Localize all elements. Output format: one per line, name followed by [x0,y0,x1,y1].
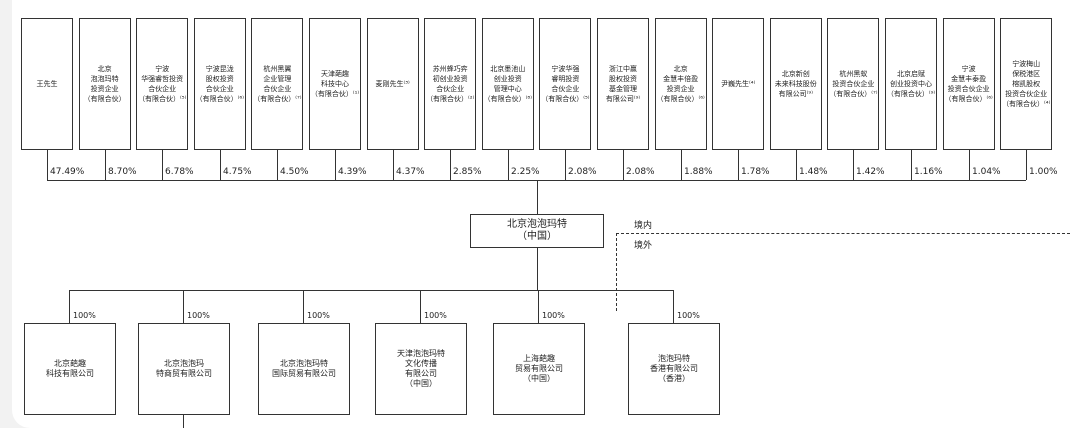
subsidiary-box: 北京泡泡玛特 国际贸易有限公司 [258,323,350,415]
shareholder-box: 北京墨池山 创业投资 管理中心 （有限合伙）⁽⁸⁾ [481,18,534,150]
subsidiary-percent: 100% [73,311,96,320]
shareholder-percent: 2.08% [568,167,597,177]
subsidiary-box: 北京泡泡玛 特商贸有限公司 [138,323,230,415]
shareholder-connector [796,150,797,180]
shareholder-percent: 2.25% [511,167,540,177]
region-divider-vertical [616,233,617,311]
subsidiary-percent: 100% [542,311,565,320]
shareholder-connector [508,150,509,180]
subsidiary-connector [303,290,304,323]
center-connector-top [537,180,538,214]
shareholder-percent: 6.78% [165,167,194,177]
shareholder-percent: 1.48% [799,167,828,177]
shareholder-box: 杭州黑翼 企业管理 合伙企业 （有限合伙）⁽⁷⁾ [251,18,304,150]
shareholder-connector [853,150,854,180]
shareholder-box: 尹巍先生⁽⁴⁾ [712,18,765,150]
shareholder-box: 宁波 华强睿哲投资 合伙企业 （有限合伙）⁽⁵⁾ [136,18,189,150]
subsidiary-box: 天津泡泡玛特 文化传播 有限公司 （中国） [375,323,467,415]
shareholder-percent: 1.04% [972,167,1001,177]
shareholder-box: 宁波华强 睿明投资 合伙企业 （有限合伙）⁽⁵⁾ [539,18,592,150]
shareholder-connector [969,150,970,180]
shareholder-connector [47,150,48,180]
shareholder-box: 宁波昆泷 股权投资 合伙企业 （有限合伙）⁽⁶⁾ [193,18,246,150]
shareholder-box: 宁波 金慧丰泰盈 投资合伙企业 （有限合伙）⁽⁶⁾ [942,18,995,150]
shareholder-connector [681,150,682,180]
shareholder-connector [450,150,451,180]
shareholder-percent: 1.00% [1029,167,1058,177]
subsidiary-percent: 100% [424,311,447,320]
shareholder-percent: 47.49% [50,167,85,177]
subsidiary-percent: 100% [677,311,700,320]
center-company-box: 北京泡泡玛特 （中国） [470,214,604,248]
shareholder-box: 北京 金慧丰倍盈 投资企业 （有限合伙）⁽⁶⁾ [654,18,707,150]
subsidiary-box: 上海葩趣 贸易有限公司 （中国） [493,323,585,415]
shareholder-percent: 2.08% [626,167,655,177]
shareholder-box: 杭州黑蚁 投资合伙企业 （有限合伙）⁽⁷⁾ [827,18,880,150]
shareholder-bus-line [47,180,1026,181]
shareholder-box: 北京 泡泡玛特 投资企业 （有限合伙） [78,18,131,150]
shareholder-connector [1026,150,1027,180]
shareholder-connector [220,150,221,180]
subsidiary-connector [538,290,539,323]
subsidiary-connector [183,290,184,323]
region-label-domestic: 境内 [634,221,653,231]
shareholder-percent: 4.37% [396,167,425,177]
shareholder-percent: 8.70% [108,167,137,177]
shareholder-percent: 1.16% [914,167,943,177]
subsidiary-percent: 100% [307,311,330,320]
shareholder-box: 宁波梅山 保税港区 榕凯股权 投资合伙企业 （有限合伙）⁽⁴⁾ [1000,18,1053,150]
shareholder-connector [565,150,566,180]
shareholder-percent: 4.39% [338,167,367,177]
subsidiary-box: 北京葩趣 科技有限公司 [24,323,116,415]
shareholder-connector [335,150,336,180]
shareholder-box: 北京新创 未来科技股份 有限公司⁽⁹⁾ [769,18,822,150]
shareholder-box: 天津葩趣 科技中心 （有限合伙）⁽¹⁾ [309,18,361,150]
shareholder-connector [911,150,912,180]
subsidiary-extension-line [183,415,184,428]
shareholder-box: 麦刚先生⁽³⁾ [366,18,419,150]
shareholder-box: 苏州蜂巧弈 初创业投资 合伙企业 （有限合伙）⁽²⁾ [424,18,477,150]
shareholder-percent: 1.78% [741,167,770,177]
shareholder-connector [277,150,278,180]
shareholder-percent: 1.42% [856,167,885,177]
subsidiary-bus-line [69,290,673,291]
shareholder-connector [623,150,624,180]
region-label-overseas: 境外 [634,241,653,251]
center-connector-bottom [537,248,538,290]
region-divider-horizontal [616,233,1070,234]
shareholder-percent: 1.88% [684,167,713,177]
subsidiary-box: 泡泡玛特 香港有限公司 （香港） [628,323,720,415]
shareholder-box: 北京启赋 创业投资中心 （有限合伙）⁽⁹⁾ [885,18,937,150]
subsidiary-connector [69,290,70,323]
shareholder-percent: 4.75% [223,167,252,177]
subsidiary-connector [673,290,674,323]
shareholder-percent: 2.85% [453,167,482,177]
subsidiary-percent: 100% [187,311,210,320]
shareholder-connector [105,150,106,180]
shareholder-connector [393,150,394,180]
shareholder-connector [162,150,163,180]
shareholder-box: 王先生 [21,18,73,150]
shareholder-percent: 4.50% [280,167,309,177]
shareholder-connector [738,150,739,180]
shareholder-box: 浙江中赢 股权投资 基金管理 有限公司⁽⁹⁾ [597,18,649,150]
subsidiary-connector [420,290,421,323]
